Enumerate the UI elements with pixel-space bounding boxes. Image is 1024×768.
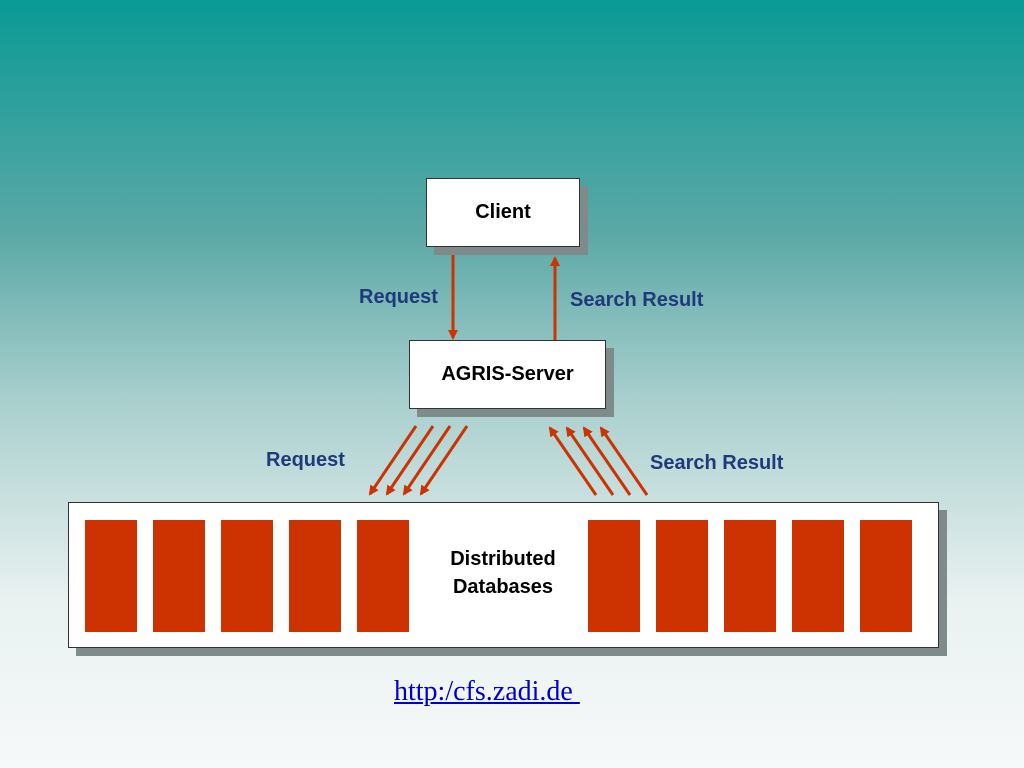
database-block xyxy=(153,520,205,632)
databases-label-line2: Databases xyxy=(452,576,554,598)
agris-server-node: AGRIS-Server xyxy=(409,340,606,409)
client-label: Client xyxy=(475,201,531,223)
database-block xyxy=(656,520,708,632)
result-arrow-db-3 xyxy=(582,426,632,496)
database-block xyxy=(588,520,640,632)
database-block xyxy=(357,520,409,632)
database-block xyxy=(85,520,137,632)
request-arrow-db-2 xyxy=(385,425,435,496)
search-result-label-top: Search Result xyxy=(570,289,704,311)
server-label: AGRIS-Server xyxy=(441,363,574,385)
database-block xyxy=(792,520,844,632)
request-arrow-db-3 xyxy=(402,425,452,496)
result-arrow-db-2 xyxy=(565,426,615,496)
databases-label: Distributed Databases xyxy=(418,545,588,601)
database-block xyxy=(289,520,341,632)
cfs-zadi-link[interactable]: http:/cfs.zadi.de xyxy=(394,676,580,707)
database-block xyxy=(221,520,273,632)
request-arrow-db-4 xyxy=(419,425,469,496)
result-arrow-db-1 xyxy=(548,426,598,496)
database-block xyxy=(724,520,776,632)
databases-label-line1: Distributed xyxy=(450,548,556,570)
request-label-top: Request xyxy=(359,286,438,308)
database-block xyxy=(860,520,912,632)
request-label-bottom: Request xyxy=(266,449,345,471)
result-arrow-db-4 xyxy=(599,426,649,496)
client-node: Client xyxy=(426,178,580,247)
request-arrow-db-1 xyxy=(368,425,418,496)
search-result-label-bottom: Search Result xyxy=(650,452,784,474)
